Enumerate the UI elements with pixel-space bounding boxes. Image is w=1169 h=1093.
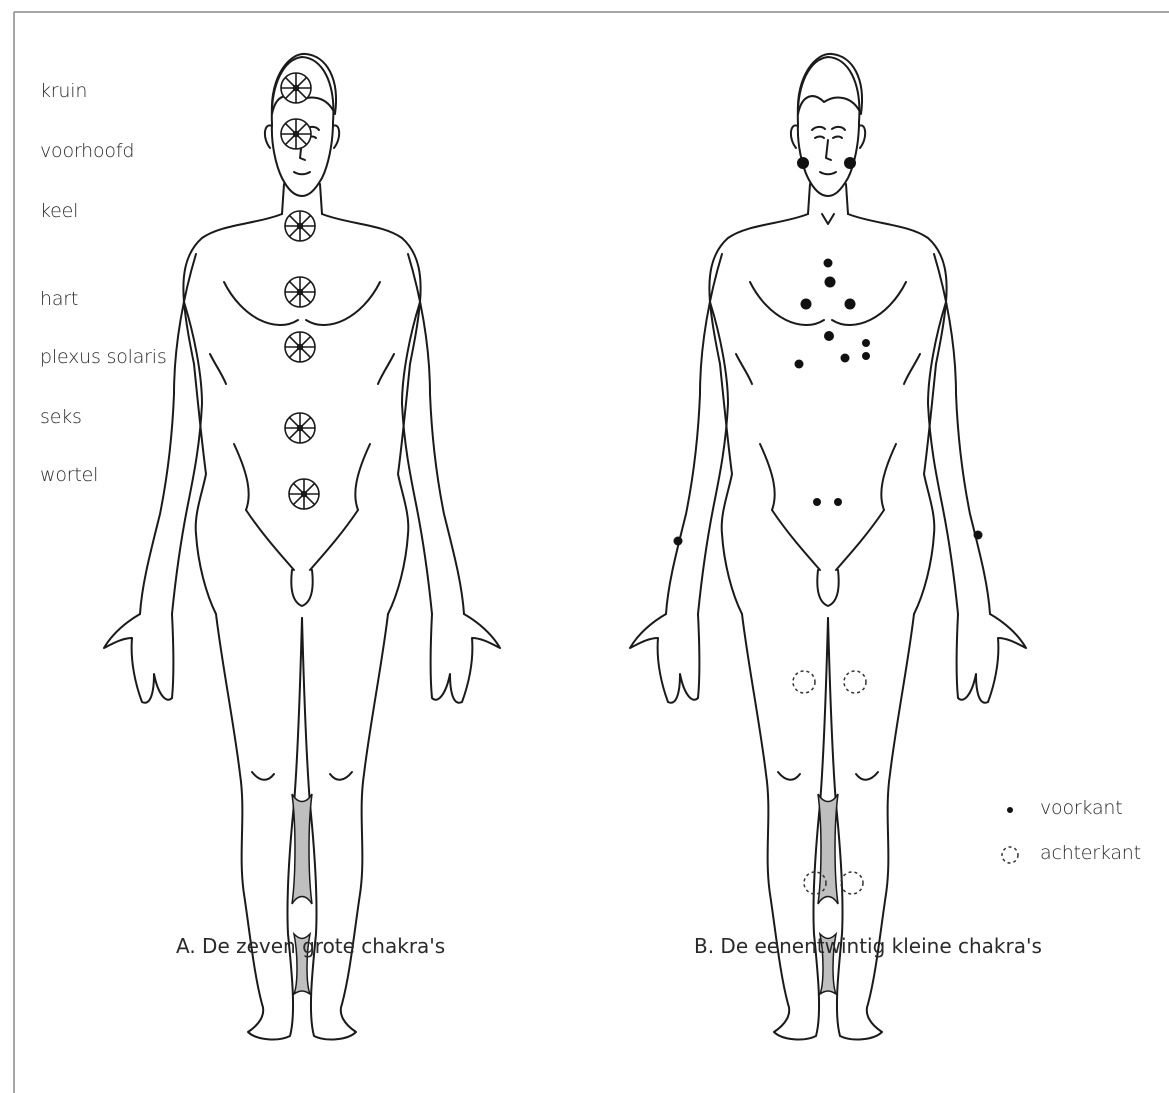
legend-back-label: achterkant xyxy=(1040,842,1141,864)
chakra-wheel-solar-plexus xyxy=(285,332,315,362)
minor-chakra-dot xyxy=(825,277,836,288)
caption-figure-b: B. De eenentwintig kleine chakra's xyxy=(694,934,1042,958)
chakra-label-solar-plexus: plexus solaris xyxy=(40,346,167,368)
chakra-label-crown: kruin xyxy=(40,80,87,102)
minor-chakra-dot xyxy=(795,360,804,369)
minor-chakra-dot xyxy=(824,259,833,268)
legend-back-marker xyxy=(1002,847,1018,863)
minor-chakra-palm-right xyxy=(974,531,983,540)
chakra-wheel-sacral xyxy=(285,413,315,443)
legend-front-marker xyxy=(1007,807,1013,813)
figure-a-body xyxy=(104,54,500,1040)
chakra-label-throat: keel xyxy=(40,200,78,222)
chakra-wheel-root xyxy=(289,479,319,509)
minor-chakra-dot xyxy=(841,354,850,363)
minor-chakra-dot xyxy=(801,299,812,310)
minor-chakra-knee-left xyxy=(793,671,815,693)
chakra-label-root: wortel xyxy=(40,464,98,486)
chakra-label-heart: hart xyxy=(40,288,78,310)
caption-figure-a: A. De zeven grote chakra's xyxy=(176,934,445,958)
minor-chakra-dot xyxy=(834,498,842,506)
minor-chakra-dot xyxy=(813,498,821,506)
chakra-wheel-crown xyxy=(281,73,311,103)
minor-chakra-cheek-left xyxy=(797,157,809,169)
legend-front-label: voorkant xyxy=(1040,797,1123,819)
figure-b-body xyxy=(630,54,1026,1040)
chakra-label-sacral: seks xyxy=(40,406,82,428)
minor-chakra-foot-right xyxy=(841,872,863,894)
figure-b-front-points xyxy=(674,157,983,546)
figure-a-chakra-wheels xyxy=(281,73,319,509)
chakra-wheel-throat xyxy=(285,211,315,241)
chakra-wheel-forehead xyxy=(281,119,311,149)
minor-chakra-knee-right xyxy=(844,671,866,693)
minor-chakra-cheek-right xyxy=(844,157,856,169)
minor-chakra-palm-left xyxy=(674,537,683,546)
minor-chakra-dot xyxy=(824,331,834,341)
minor-chakra-dot xyxy=(845,299,856,310)
chakra-label-forehead: voorhoofd xyxy=(40,140,134,162)
minor-chakra-dot xyxy=(862,352,870,360)
minor-chakra-dot xyxy=(862,339,870,347)
chakra-wheel-heart xyxy=(285,277,315,307)
